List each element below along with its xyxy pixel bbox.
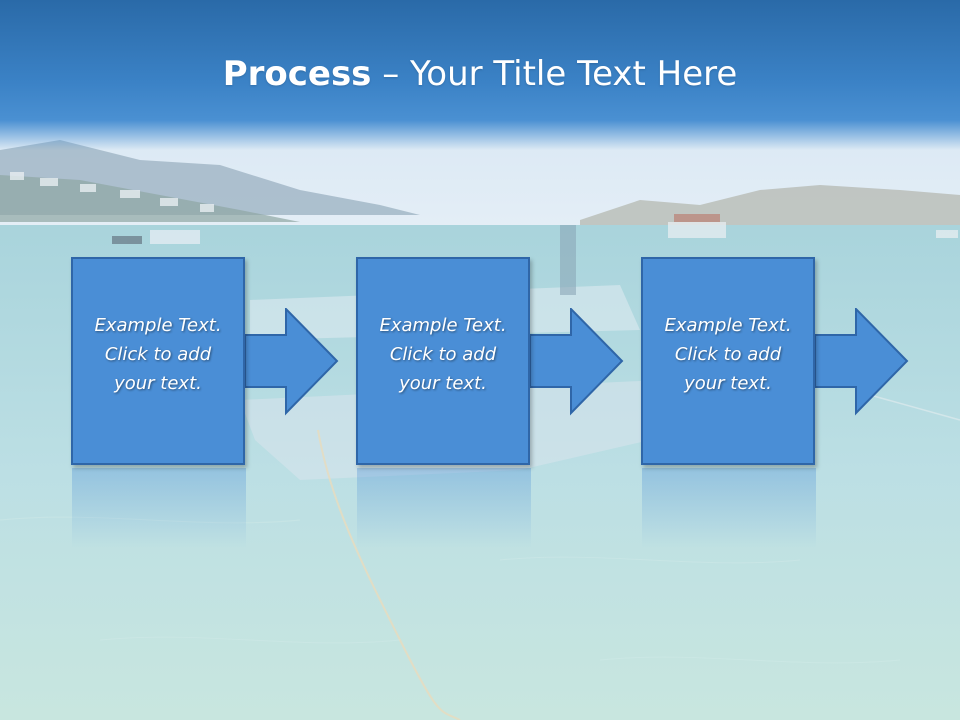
step-text[interactable]: Example Text. Click to add your text. — [664, 315, 792, 394]
slide-title[interactable]: Process – Your Title Text Here — [0, 52, 960, 96]
step-reflection — [642, 468, 816, 548]
title-band — [0, 0, 960, 150]
process-step-3[interactable]: Example Text. Click to add your text. — [641, 257, 815, 465]
step-text[interactable]: Example Text. Click to add your text. — [94, 315, 222, 394]
arrow-right-icon — [529, 308, 624, 416]
title-rest: – Your Title Text Here — [371, 54, 738, 94]
process-step-1[interactable]: Example Text. Click to add your text. — [71, 257, 245, 465]
process-step-2[interactable]: Example Text. Click to add your text. — [356, 257, 530, 465]
step-reflection — [72, 468, 246, 548]
arrow-right-icon — [244, 308, 339, 416]
step-reflection — [357, 468, 531, 548]
arrow-right-icon — [814, 308, 909, 416]
step-text[interactable]: Example Text. Click to add your text. — [379, 315, 507, 394]
title-bold: Process — [222, 54, 372, 94]
